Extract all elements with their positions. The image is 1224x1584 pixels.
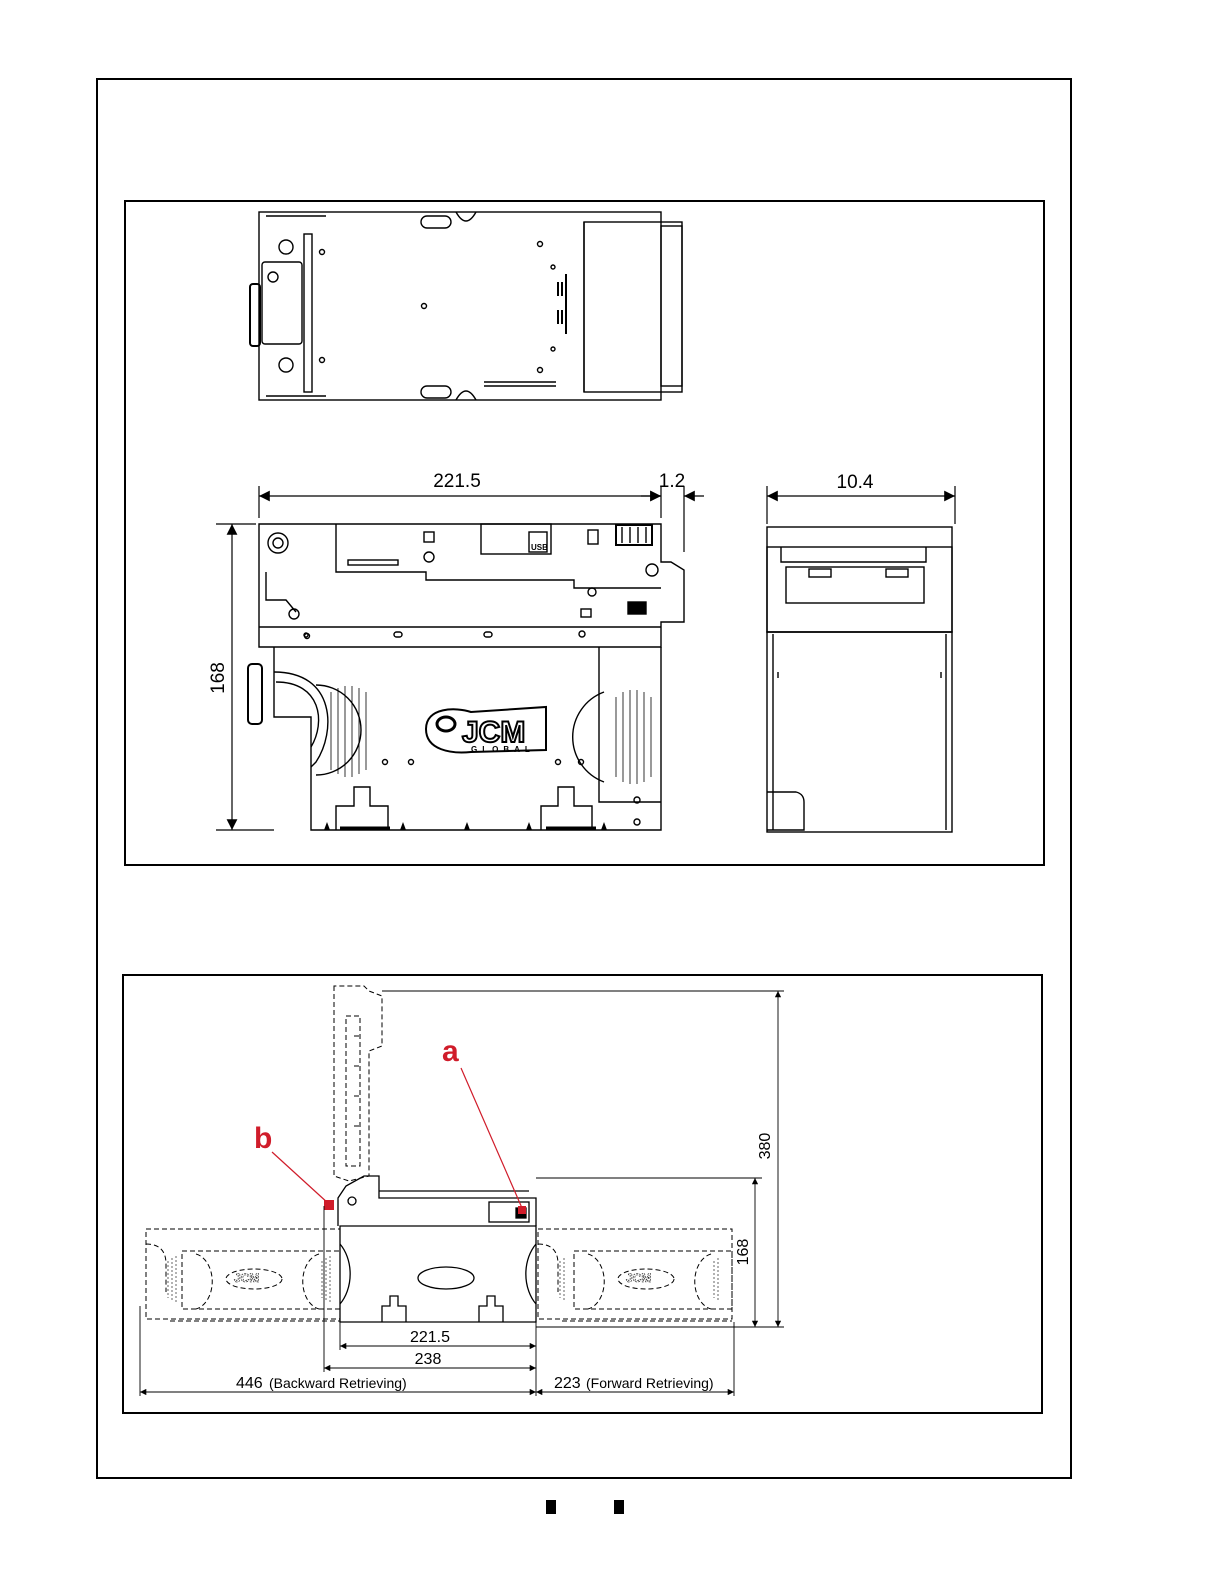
jcm-logo: JCM GLOBAL (426, 707, 546, 754)
main-unit (338, 1176, 536, 1322)
top-drawing: JCM GLOBAL USB (126, 202, 1047, 868)
dim-height: 168 (208, 662, 229, 694)
side-view (767, 527, 952, 832)
footer-mark-left (546, 1500, 556, 1514)
dim-forward-value: 223 (554, 1375, 581, 1392)
logo-brand-back: JCM (234, 1271, 259, 1285)
bottom-drawing: JCM JCM a b (124, 976, 1045, 1416)
top-view (250, 212, 682, 400)
dimensions-bottom (140, 991, 784, 1396)
callout-a: a (442, 1035, 526, 1214)
bottom-drawing-panel: JCM JCM a b (122, 974, 1043, 1414)
dim-unit-height: 168 (735, 1239, 752, 1266)
dim-width: 221.5 (433, 471, 481, 492)
callout-a-label: a (442, 1035, 459, 1068)
dim-backward-value: 446 (236, 1375, 263, 1392)
dim-total-height: 380 (757, 1133, 774, 1160)
front-view (248, 524, 684, 830)
top-drawing-panel: JCM GLOBAL USB (124, 200, 1045, 866)
dim-forward-label: (Forward Retrieving) (586, 1375, 714, 1391)
dim-unit-width: 221.5 (410, 1329, 450, 1346)
dim-backward-label: (Backward Retrieving) (269, 1375, 407, 1391)
callout-b-label: b (254, 1122, 272, 1155)
dim-gap: 1.2 (659, 471, 685, 492)
footer-mark-right (614, 1500, 624, 1514)
logo-brand-forward: JCM (626, 1271, 651, 1285)
usb-label: USB (531, 543, 548, 552)
dim-depth: 10.4 (837, 472, 874, 493)
dimensions-top (216, 486, 955, 830)
dim-overall-width: 238 (415, 1351, 442, 1368)
callout-b: b (254, 1122, 334, 1210)
logo-sub: GLOBAL (471, 745, 535, 754)
